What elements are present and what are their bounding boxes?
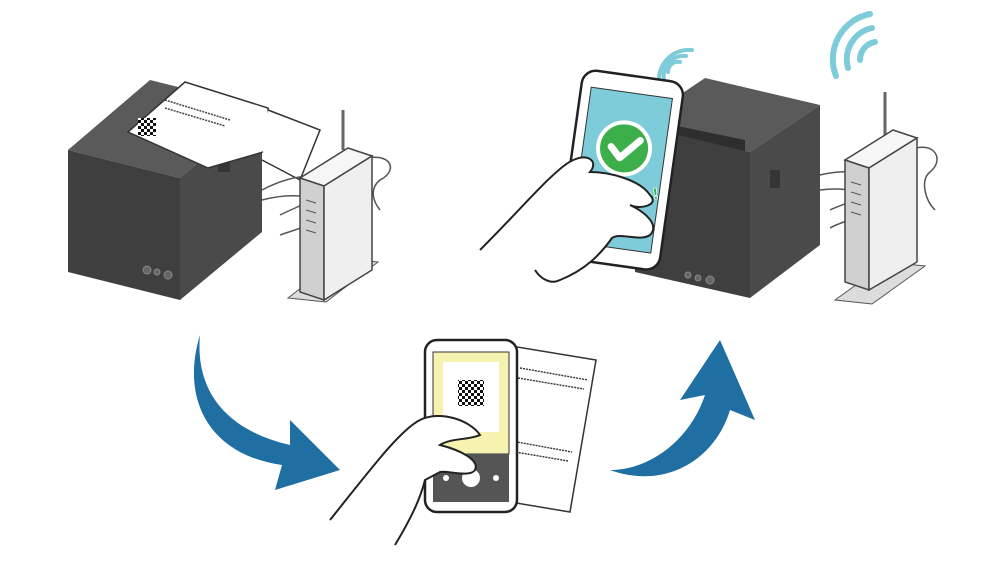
step-print [68, 80, 392, 303]
qr-code-icon [138, 118, 156, 136]
wifi-icon [829, 11, 878, 79]
qr-code-icon [458, 380, 484, 406]
step-scan [329, 338, 597, 546]
receipt-paper [126, 81, 321, 182]
arrow-icon [193, 335, 340, 490]
hand-icon [329, 415, 482, 546]
step-done: Complete! [479, 11, 938, 305]
hand-icon [479, 156, 655, 283]
router-icon [286, 110, 380, 303]
arrow-icon [610, 340, 755, 477]
check-circle-icon [596, 120, 653, 177]
router-icon [833, 92, 927, 305]
